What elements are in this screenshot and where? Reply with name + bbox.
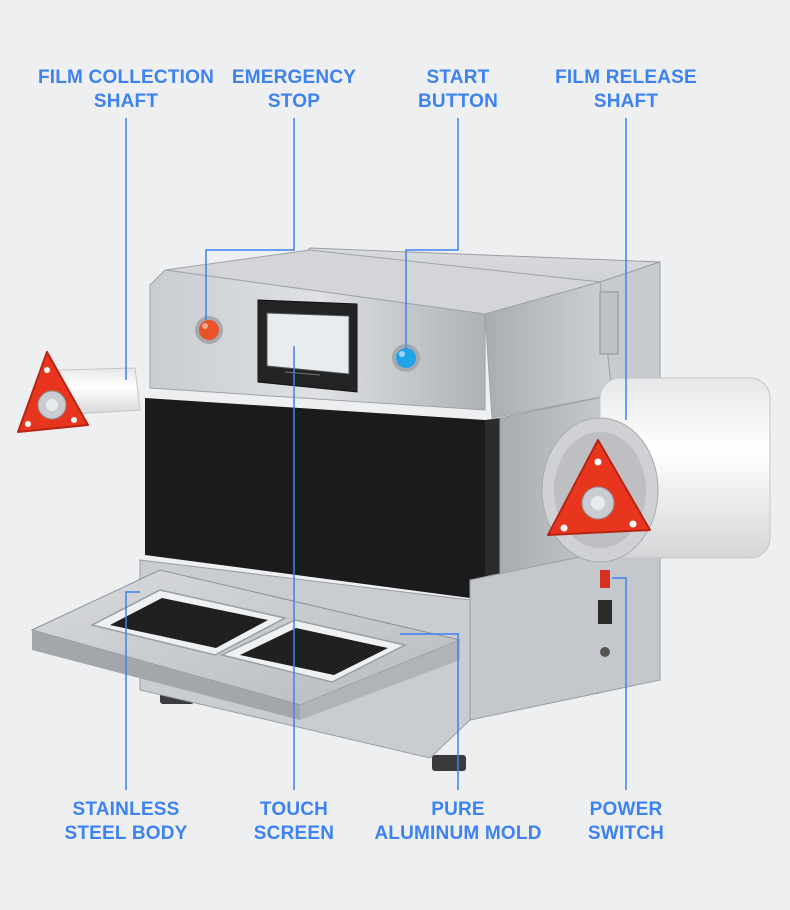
label-power-switch: POWER SWITCH <box>587 799 665 844</box>
leader-lines <box>125 118 627 790</box>
leader-start-button <box>405 118 459 350</box>
aluminum-mold <box>89 589 408 683</box>
emergency-stop-button[interactable] <box>195 316 223 344</box>
touch-screen-display[interactable] <box>257 299 358 393</box>
left-film-chuck-icon <box>17 351 89 433</box>
label-stainless-steel-body: STAINLESS STEEL BODY <box>64 799 188 844</box>
leader-emergency-stop <box>205 118 295 320</box>
leader-aluminum-mold <box>400 633 459 790</box>
right-film-chuck-icon <box>547 439 651 536</box>
start-button-shape[interactable] <box>392 344 420 372</box>
label-start-button: START BUTTON <box>417 67 498 112</box>
label-film-collection-shaft: FILM COLLECTION SHAFT <box>37 67 215 112</box>
label-pure-aluminum-mold: PURE ALUMINUM MOLD <box>374 799 542 844</box>
front-black-panel <box>145 398 500 600</box>
leader-stainless-body <box>125 591 140 790</box>
label-film-release-shaft: FILM RELEASE SHAFT <box>555 67 697 112</box>
label-emergency-stop: EMERGENCY STOP <box>231 67 357 112</box>
label-touch-screen: TOUCH SCREEN <box>253 799 335 844</box>
leader-power-switch <box>612 577 627 790</box>
